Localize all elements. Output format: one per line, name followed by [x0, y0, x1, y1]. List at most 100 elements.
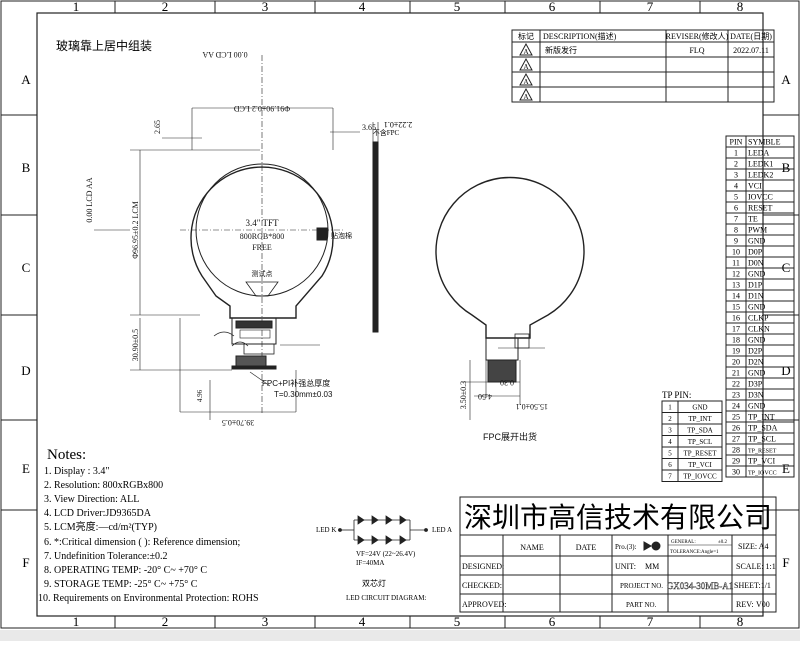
pin-number: 12 [732, 270, 740, 279]
svg-text:APPROVED:: APPROVED: [462, 600, 506, 609]
svg-text:PROJECT NO.: PROJECT NO. [620, 582, 663, 590]
pin-symbol: LEDK2 [748, 171, 773, 180]
svg-text:Pro.(3):: Pro.(3): [615, 543, 637, 551]
svg-text:NAME: NAME [520, 543, 544, 552]
pin-number: 25 [732, 413, 740, 422]
pin-symbol: TP_SCL [748, 435, 776, 444]
note-item: 6. *:Critical dimension ( ): Reference d… [44, 537, 241, 548]
row-ticks [1, 114, 799, 511]
pin-header: PIN [730, 138, 743, 147]
front-view [94, 55, 360, 420]
led-circuit [338, 515, 428, 545]
pin-symbol: RESET [748, 204, 773, 213]
tp-pin-symbol: TP_IOVCC [683, 473, 717, 481]
svg-text:A: A [523, 48, 528, 56]
col-label: 1 [73, 0, 80, 14]
svg-text:C: C [22, 260, 31, 275]
revision-table: 标记 DESCRIPTION(描述) REVISER(修改人) DATE(日期)… [511, 29, 775, 103]
led-circuit-labels: LED K LED A VF=24V (22~26.4V) IF=40MA 双芯… [316, 526, 452, 602]
drawing-title: 玻璃靠上居中组装 [56, 38, 152, 53]
pin-number: 28 [732, 446, 740, 455]
back-view [435, 176, 585, 420]
svg-text:3.65: 3.65 [362, 123, 376, 132]
note-item: 2. Resolution: 800xRGBx800 [44, 480, 163, 491]
svg-text:LED K: LED K [316, 526, 336, 534]
pin-number: 11 [732, 259, 740, 268]
tp-pin-number: 1 [668, 404, 672, 412]
pin-symbol: GND [748, 237, 766, 246]
notes-list: 1. Display : 3.4" 2. Resolution: 800xRGB… [38, 466, 259, 604]
svg-text:0.00 LCD AA: 0.00 LCD AA [202, 50, 247, 59]
svg-text:DESCRIPTION(描述): DESCRIPTION(描述) [543, 31, 617, 41]
pin-number: 20 [732, 358, 740, 367]
svg-text:DATE: DATE [576, 543, 597, 552]
pin-symbol: GND [748, 336, 766, 345]
pin-number: 19 [732, 347, 740, 356]
pin-number: 30 [732, 468, 740, 477]
svg-text:SCALE: 1:1: SCALE: 1:1 [736, 562, 776, 571]
pin-number: 4 [734, 182, 738, 191]
side-note: 不含FPC [373, 128, 400, 137]
revision-mark: A A A A [519, 42, 533, 101]
tp-pin-number: 6 [668, 461, 672, 469]
pin-symbol: D3P [748, 380, 763, 389]
svg-text:REV:: REV: [736, 600, 754, 609]
svg-text:PART NO.: PART NO. [626, 601, 657, 609]
pin-symbol: PWM [748, 226, 767, 235]
pin-symbol: D2P [748, 347, 763, 356]
col-label: 2 [162, 0, 169, 14]
pin-symbol: GND [748, 270, 766, 279]
pin-number: 22 [732, 380, 740, 389]
tp-pin-symbol: TP_RESET [683, 450, 717, 458]
project-number: GX034-30MB-A1 [667, 581, 734, 591]
title-block-text: 深圳市高信技术有限公司 NAME DATE Pro.(3): GENERAL: … [462, 502, 776, 609]
tp-pin-symbol: TP_SDA [687, 427, 713, 435]
tp-pin-number: 5 [668, 450, 672, 458]
col-label: 8 [737, 0, 744, 14]
notes-title: Notes: [47, 447, 86, 463]
svg-text:A: A [523, 78, 528, 86]
svg-text:A: A [21, 72, 31, 87]
foam-label: 贴泡棉 [331, 231, 352, 240]
svg-text:新版发行: 新版发行 [545, 45, 577, 55]
pin-number: 18 [732, 336, 740, 345]
svg-text:F: F [782, 555, 789, 570]
tp-pin-number: 4 [668, 438, 672, 446]
back-view-caption: FPC展开出货 [483, 431, 537, 442]
pin-number: 5 [734, 193, 738, 202]
svg-text:15.50±0.1: 15.50±0.1 [516, 402, 548, 411]
pin-symbol: CLKN [748, 325, 770, 334]
pin-symbol: GND [748, 402, 766, 411]
note-item: 5. LCM亮度:—cd/m²(TYP) [44, 520, 157, 533]
svg-text:GENERAL:: GENERAL: [671, 540, 696, 545]
pin-number: 17 [732, 325, 740, 334]
pin-number: 10 [732, 248, 740, 257]
pin-number: 27 [732, 435, 740, 444]
note-item: 8. OPERATING TEMP: -20° C~ +70° C [44, 565, 207, 576]
pin-symbol: D0P [748, 248, 763, 257]
pin-symbol: TP_INT [748, 413, 775, 422]
svg-text:39.70±0.5: 39.70±0.5 [222, 418, 254, 427]
pin-number: 6 [734, 204, 738, 213]
svg-text:0.30: 0.30 [500, 378, 514, 387]
pin-symbol: D1N [748, 292, 764, 301]
svg-text:FREE: FREE [252, 243, 272, 252]
svg-text:DESIGNED:: DESIGNED: [462, 562, 504, 571]
col-label: 1 [73, 614, 80, 629]
svg-text:REVISER(修改人): REVISER(修改人) [666, 31, 729, 41]
tp-pin-number: 2 [668, 415, 672, 423]
pin-number: 26 [732, 424, 740, 433]
svg-text:A: A [523, 63, 528, 71]
pin-number: 15 [732, 303, 740, 312]
pin-number: 21 [732, 369, 740, 378]
pin-number: 14 [732, 292, 740, 301]
side-view [372, 122, 379, 333]
pin-symbol: TP_IOVCC [748, 471, 777, 477]
pin-symbol: CLKP [748, 314, 769, 323]
svg-text:4.50: 4.50 [478, 392, 492, 401]
pin-symbol: VCI [748, 182, 762, 191]
company-name: 深圳市高信技术有限公司 [464, 502, 772, 534]
pin-number: 8 [734, 226, 738, 235]
panel-resolution: 800RGB*800 [240, 232, 284, 241]
